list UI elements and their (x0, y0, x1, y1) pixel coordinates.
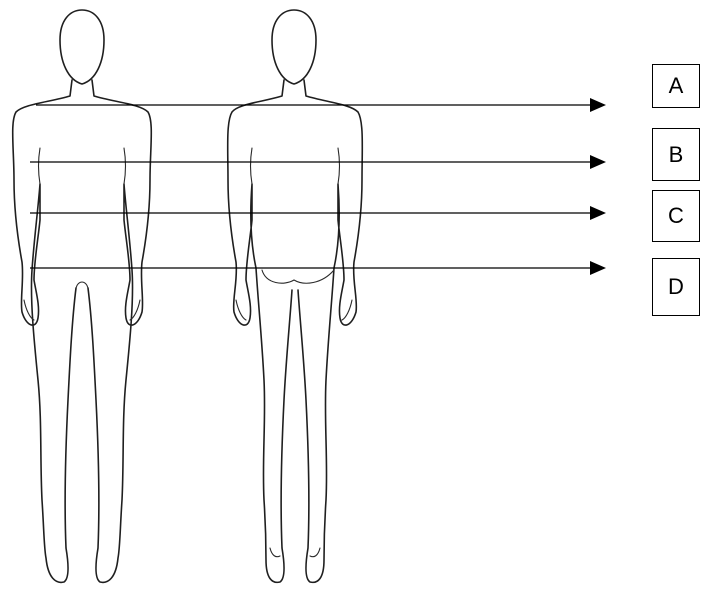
back-heel-right (310, 548, 320, 557)
arrow-a-head (590, 98, 606, 112)
label-a: A (652, 64, 700, 108)
back-head (272, 10, 316, 84)
back-heel-left (270, 548, 280, 557)
front-body-left (13, 80, 76, 582)
arrow-d-head (590, 261, 606, 275)
arrow-b-head (590, 155, 606, 169)
arrow-c (30, 206, 606, 220)
label-b: B (652, 128, 700, 181)
back-hand-right (342, 300, 352, 320)
back-hand-left (236, 300, 246, 320)
back-body-left (228, 80, 292, 582)
front-inner-arm-right (124, 148, 126, 184)
front-crotch (76, 282, 88, 288)
back-buttocks (262, 270, 334, 283)
back-inner-arm-right (338, 148, 340, 184)
front-inner-arm-left (39, 148, 41, 184)
arrow-b (30, 155, 606, 169)
back-inner-arm-left (251, 148, 253, 184)
label-c: C (652, 190, 700, 242)
front-body-right (88, 80, 151, 582)
label-d: D (652, 258, 700, 316)
arrow-c-head (590, 206, 606, 220)
front-view-figure (13, 10, 152, 582)
arrow-d (30, 261, 606, 275)
back-view-figure (228, 10, 363, 582)
front-head (60, 10, 104, 84)
back-body-right (298, 80, 362, 582)
